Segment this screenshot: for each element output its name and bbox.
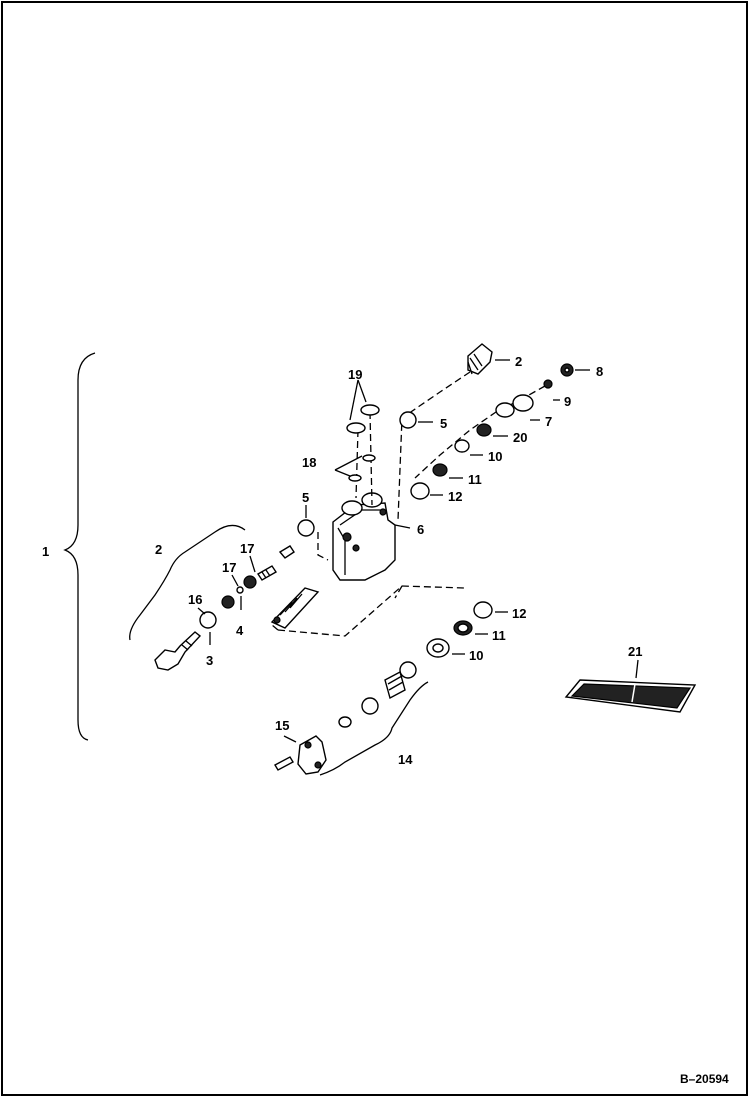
callout-2-top: 2 <box>515 354 522 369</box>
brace-item-14 <box>319 681 429 776</box>
seal-19a <box>360 404 380 416</box>
oring-5-top <box>399 411 417 429</box>
callout-1: 1 <box>42 544 49 559</box>
fitting-item-2 <box>467 343 493 375</box>
callout-17-bottom: 17 <box>222 560 236 575</box>
callout-17-top: 17 <box>240 541 254 556</box>
ball-4 <box>236 586 244 594</box>
oring-18b <box>348 474 362 482</box>
plug-17-top <box>278 545 295 559</box>
plug-bolt <box>154 631 202 671</box>
spool-assembly <box>270 587 320 629</box>
callout-12-top: 12 <box>448 489 462 504</box>
washer-16 <box>221 595 235 609</box>
callout-14: 14 <box>398 752 413 767</box>
part-17b <box>243 575 257 589</box>
callout-10-top: 10 <box>488 449 502 464</box>
screw-15 <box>274 756 294 771</box>
callout-5-left: 5 <box>302 490 309 505</box>
callout-19: 19 <box>348 367 362 382</box>
callout-21: 21 <box>628 644 642 659</box>
callout-15: 15 <box>275 718 289 733</box>
callout-3: 3 <box>206 653 213 668</box>
callout-20: 20 <box>513 430 527 445</box>
figure-number: B–20594 <box>680 1072 729 1086</box>
fitting-leader <box>397 371 471 521</box>
callout-6: 6 <box>417 522 424 537</box>
callout-9: 9 <box>564 394 571 409</box>
part-11a <box>432 463 448 477</box>
brace-item-2 <box>129 524 246 641</box>
part-9 <box>543 379 553 389</box>
seal-19b <box>346 422 366 434</box>
callout-10-bottom: 10 <box>469 648 483 663</box>
assembly-14 <box>297 661 417 775</box>
callout-12-bottom: 12 <box>512 606 526 621</box>
oring-5-left <box>297 519 315 537</box>
part-12b <box>473 601 493 619</box>
part-12a <box>410 482 430 500</box>
callout-16: 16 <box>188 592 202 607</box>
callout-5-top: 5 <box>440 416 447 431</box>
valve-body <box>332 492 396 581</box>
spring-17 <box>257 565 277 581</box>
callout-7: 7 <box>545 414 552 429</box>
oring-3 <box>199 611 217 629</box>
callout-11-bottom: 11 <box>492 628 506 643</box>
callout-11-top: 11 <box>468 472 482 487</box>
part-10a <box>454 439 470 453</box>
decal-21 <box>564 679 697 713</box>
callout-18: 18 <box>302 455 316 470</box>
oring-18a <box>362 454 376 462</box>
callout-8: 8 <box>596 364 603 379</box>
callout-2-left: 2 <box>155 542 162 557</box>
brace-item-1 <box>63 352 96 741</box>
callout-4: 4 <box>236 623 244 638</box>
spool-outline <box>277 585 466 637</box>
part-7 <box>512 394 534 412</box>
part-20 <box>476 423 492 437</box>
